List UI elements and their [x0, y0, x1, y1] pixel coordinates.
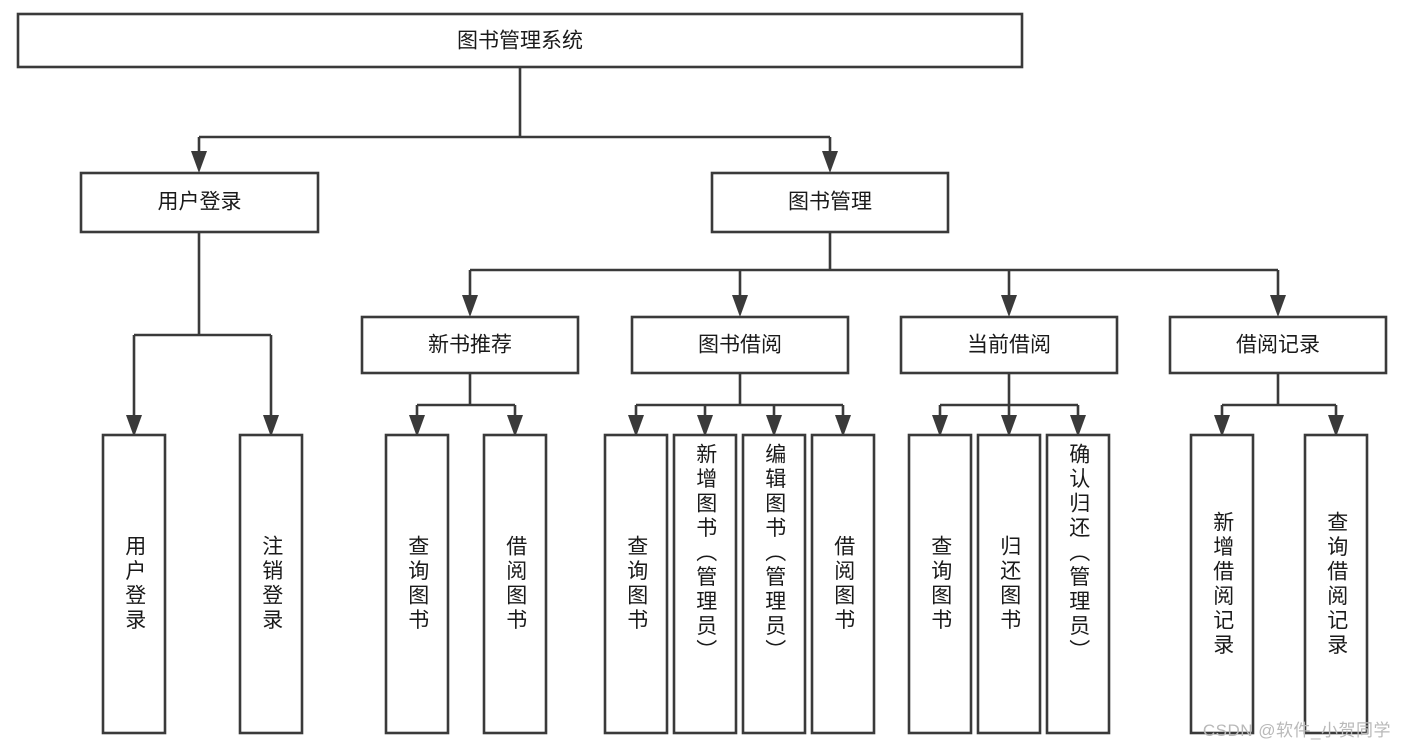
node-book-management-label: 图书管理 [788, 191, 872, 214]
node-user-login-label: 用户登录 [158, 191, 242, 214]
node-layer: 图书管理系统 用户登录 图书管理 新书推荐 图书借阅 当前借阅 借阅记录 [16, 12, 1388, 735]
leaf-box-query-book-1[interactable] [384, 433, 450, 735]
arrow-to-book-management [822, 151, 838, 173]
leaf-box-add-record[interactable] [1189, 433, 1255, 735]
connector-layer [126, 67, 1344, 437]
node-new-book-recommend-label: 新书推荐 [428, 334, 512, 357]
leaf-box-query-record[interactable] [1303, 433, 1369, 735]
leaf-box-borrow-book-1[interactable] [482, 433, 548, 735]
arrow-to-user-login [191, 151, 207, 173]
leaf-box-confirm-return[interactable] [1045, 433, 1111, 735]
node-new-book-recommend[interactable] [360, 315, 580, 375]
arrow-to-new-book-recommend [462, 295, 478, 317]
leaf-box-edit-book[interactable] [741, 433, 807, 735]
node-borrow-record[interactable] [1168, 315, 1388, 375]
arrow-to-current-borrow [1001, 295, 1017, 317]
leaf-box-user-login[interactable] [101, 433, 167, 735]
node-borrow-record-label: 借阅记录 [1236, 334, 1320, 357]
leaf-box-logout[interactable] [238, 433, 304, 735]
node-root[interactable] [16, 12, 1024, 69]
leaf-box-query-book-3[interactable] [907, 433, 973, 735]
leaf-box-add-book[interactable] [672, 433, 738, 735]
arrow-to-book-borrow [732, 295, 748, 317]
node-book-management[interactable] [710, 171, 950, 234]
leaf-box-borrow-book-2[interactable] [810, 433, 876, 735]
node-user-login[interactable] [79, 171, 320, 234]
node-current-borrow[interactable] [899, 315, 1119, 375]
node-current-borrow-label: 当前借阅 [967, 334, 1051, 357]
node-book-borrow[interactable] [630, 315, 850, 375]
node-root-label: 图书管理系统 [457, 30, 583, 53]
arrow-to-borrow-record [1270, 295, 1286, 317]
node-book-borrow-label: 图书借阅 [698, 334, 782, 357]
leaf-box-query-book-2[interactable] [603, 433, 669, 735]
leaf-box-return-book[interactable] [976, 433, 1042, 735]
